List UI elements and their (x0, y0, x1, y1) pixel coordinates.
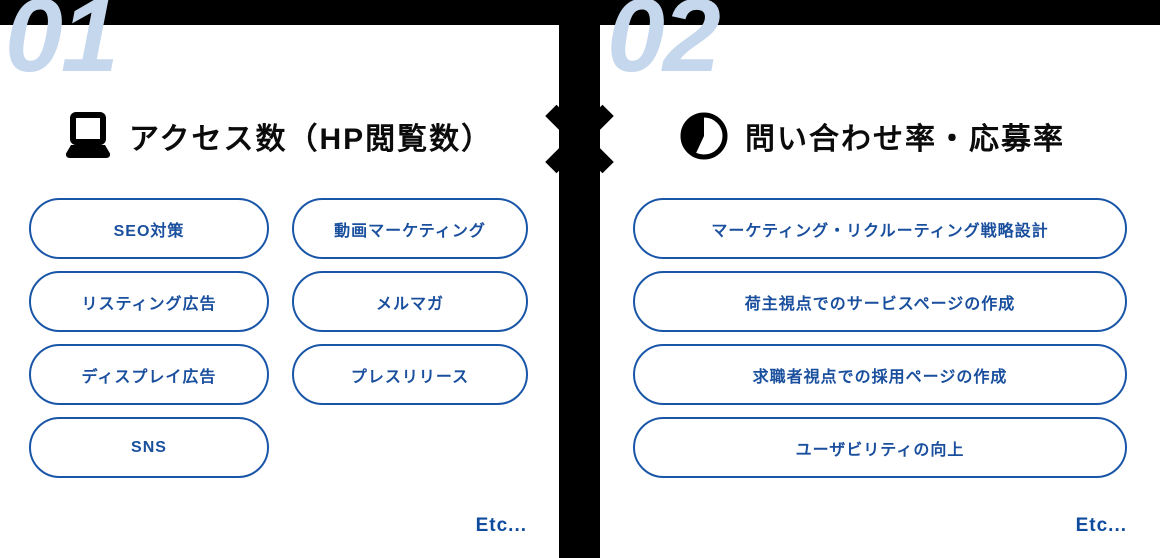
tactic-pill: 動画マーケティング (292, 198, 528, 259)
panel-1-step-number: 01 (5, 0, 119, 94)
tactic-pill: プレスリリース (292, 344, 528, 405)
tactic-pill: メルマガ (292, 271, 528, 332)
tactic-pill: 求職者視点での採用ページの作成 (633, 344, 1127, 405)
panel-1-heading: アクセス数（HP閲覧数） (64, 112, 493, 160)
panel-2-step-number: 02 (607, 0, 721, 94)
tactic-pill: 荷主視点でのサービスページの作成 (633, 271, 1127, 332)
tactic-pill: SNS (29, 417, 269, 478)
tactic-pill: マーケティング・リクルーティング戦略設計 (633, 198, 1127, 259)
tactic-pill: リスティング広告 (29, 271, 269, 332)
tactic-pill: ディスプレイ広告 (29, 344, 269, 405)
laptop-icon (64, 112, 112, 160)
tactic-pill: SEO対策 (29, 198, 269, 259)
panel-2-title: 問い合わせ率・応募率 (745, 123, 1065, 156)
panel-2-etc-label: Etc... (1075, 515, 1127, 536)
panel-1-etc-label: Etc... (475, 515, 527, 536)
panel-2-heading: 問い合わせ率・応募率 (680, 112, 1065, 160)
center-divider-bar (559, 0, 600, 558)
panel-1-title: アクセス数（HP閲覧数） (129, 123, 494, 156)
tactic-pill: ユーザビリティの向上 (633, 417, 1127, 478)
pie-chart-icon (680, 112, 728, 160)
